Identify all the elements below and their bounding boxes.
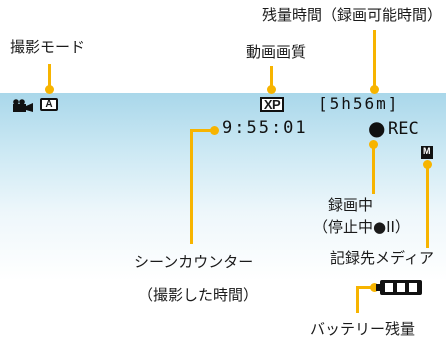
battery-leader-v xyxy=(356,286,359,313)
scene-counter-readout: 9:55:01 xyxy=(222,118,308,138)
media-badge-text: M xyxy=(423,146,431,156)
remaining-time-label: 残量時間（録画可能時間） xyxy=(262,6,443,24)
recording-leader xyxy=(372,142,375,194)
scene-counter-leader-dot xyxy=(210,126,219,135)
battery-leader-h xyxy=(356,286,378,289)
battery-icon xyxy=(376,280,422,295)
scene-counter-leader-h xyxy=(190,129,214,132)
scene-counter-sub-label: （撮影した時間） xyxy=(138,286,259,304)
remaining-time-leader-dot xyxy=(370,85,379,94)
camera-screen xyxy=(0,93,446,281)
recording-status-text: REC xyxy=(388,119,419,139)
battery-segment-2 xyxy=(397,283,405,292)
recording-label: 録画中 xyxy=(328,196,374,214)
video-quality-leader-dot xyxy=(267,85,276,94)
shooting-mode-leader xyxy=(48,64,51,92)
battery-segment-1 xyxy=(385,283,393,292)
remaining-time-readout: [5h56m] xyxy=(318,94,400,113)
video-quality-badge: XP xyxy=(260,97,284,112)
shooting-mode-label: 撮影モード xyxy=(10,38,86,56)
video-camera-icon xyxy=(13,99,33,112)
battery-label: バッテリー残量 xyxy=(310,320,416,338)
video-quality-leader xyxy=(270,66,273,92)
battery-tip xyxy=(376,284,380,291)
scene-counter-label: シーンカウンター xyxy=(134,253,254,271)
internal-memory-icon: M xyxy=(421,146,433,159)
media-label: 記録先メディア xyxy=(330,249,434,267)
media-leader xyxy=(426,162,429,248)
shooting-mode-leader-dot xyxy=(45,85,54,94)
scene-counter-leader-v xyxy=(190,129,193,244)
recording-dot-icon: ● xyxy=(368,116,386,140)
remaining-time-leader xyxy=(373,30,376,92)
auto-mode-icon: A xyxy=(40,98,58,111)
auto-mode-badge-text: A xyxy=(45,99,53,110)
recording-sub-label: （停止中●II） xyxy=(313,218,410,236)
battery-segment-3 xyxy=(409,283,417,292)
video-quality-label: 動画画質 xyxy=(246,43,307,61)
